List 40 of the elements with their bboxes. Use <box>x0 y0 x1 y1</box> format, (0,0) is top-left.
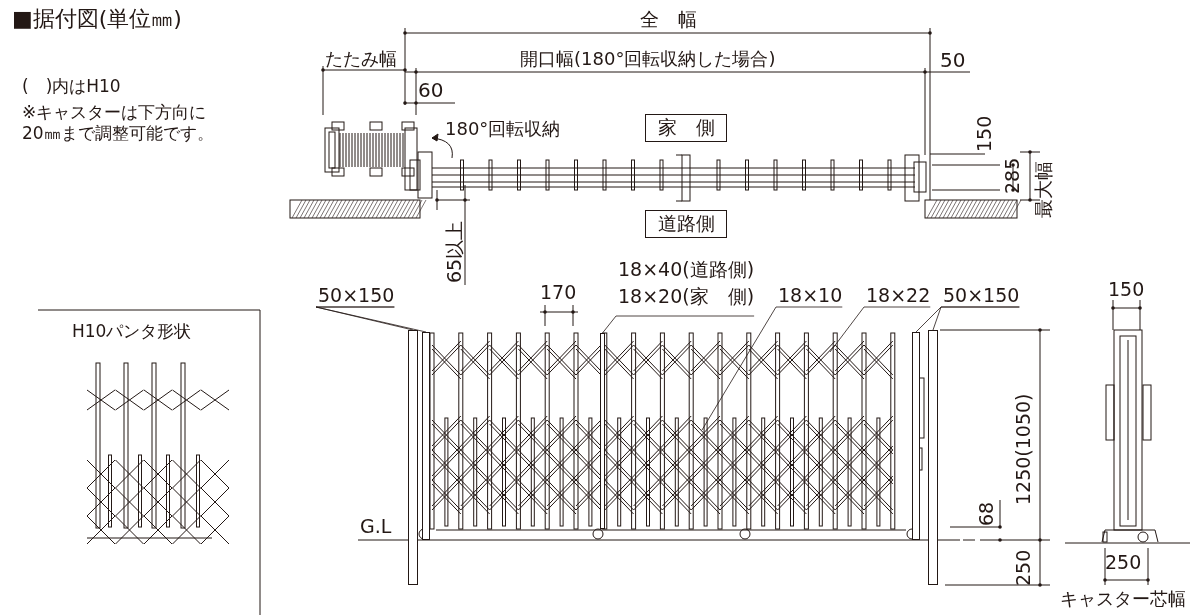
annotation-text: 180°回転収納 <box>445 120 561 138</box>
dimension-text: 250 <box>1014 549 1033 586</box>
dimension-text: 開口幅(180°回転収納した場合) <box>520 50 776 68</box>
leader-line <box>932 306 1020 331</box>
end-frame <box>912 332 920 540</box>
leader-line <box>602 315 755 334</box>
dimension-text: 250 <box>1105 553 1142 572</box>
gate-post <box>408 330 418 585</box>
ground-level-label: G.L <box>360 517 392 536</box>
dimension-text: 150 <box>975 115 994 152</box>
dimension-text: 全 幅 <box>640 10 697 29</box>
size-label: 18×22 <box>866 286 931 305</box>
leader-line <box>829 306 931 353</box>
size-label: 50×150 <box>318 286 395 305</box>
dimension-text: 1250(1050) <box>1014 393 1033 505</box>
note-text: ( )内はH10 <box>22 78 121 95</box>
diagram-title: ■据付図(単位㎜) <box>12 8 182 30</box>
dimension-text: 65以上 <box>445 220 464 283</box>
side-label-box: 家 側 <box>645 114 727 142</box>
caption-text: キャスター芯幅 <box>1060 590 1186 608</box>
leader-line <box>315 306 427 333</box>
leader-line <box>701 306 843 431</box>
note-text: ※キャスターは下方向に20㎜まで調整可能です。 <box>22 102 215 145</box>
dimension-text: 285 <box>1003 157 1022 194</box>
gate-bar <box>600 333 605 529</box>
dimension-text: 170 <box>540 283 577 302</box>
end-frame <box>422 332 430 540</box>
size-label: 18×40(道路側) <box>618 260 755 279</box>
size-label: 18×10 <box>778 286 843 305</box>
dimension-text: 60 <box>418 80 444 100</box>
dimension-text: 50 <box>940 50 966 70</box>
panel-title: H10パンタ形状 <box>72 323 192 340</box>
dimension-text: たたみ幅 <box>325 50 397 68</box>
dimension-text: 最大幅 <box>1034 161 1053 218</box>
gate-post <box>928 330 938 585</box>
dimension-text: 68 <box>977 501 996 526</box>
dimension-text: 150 <box>1108 280 1145 299</box>
side-label-box: 道路側 <box>645 210 727 238</box>
size-label: 18×20(家 側) <box>618 287 755 306</box>
size-label: 50×150 <box>943 286 1020 305</box>
